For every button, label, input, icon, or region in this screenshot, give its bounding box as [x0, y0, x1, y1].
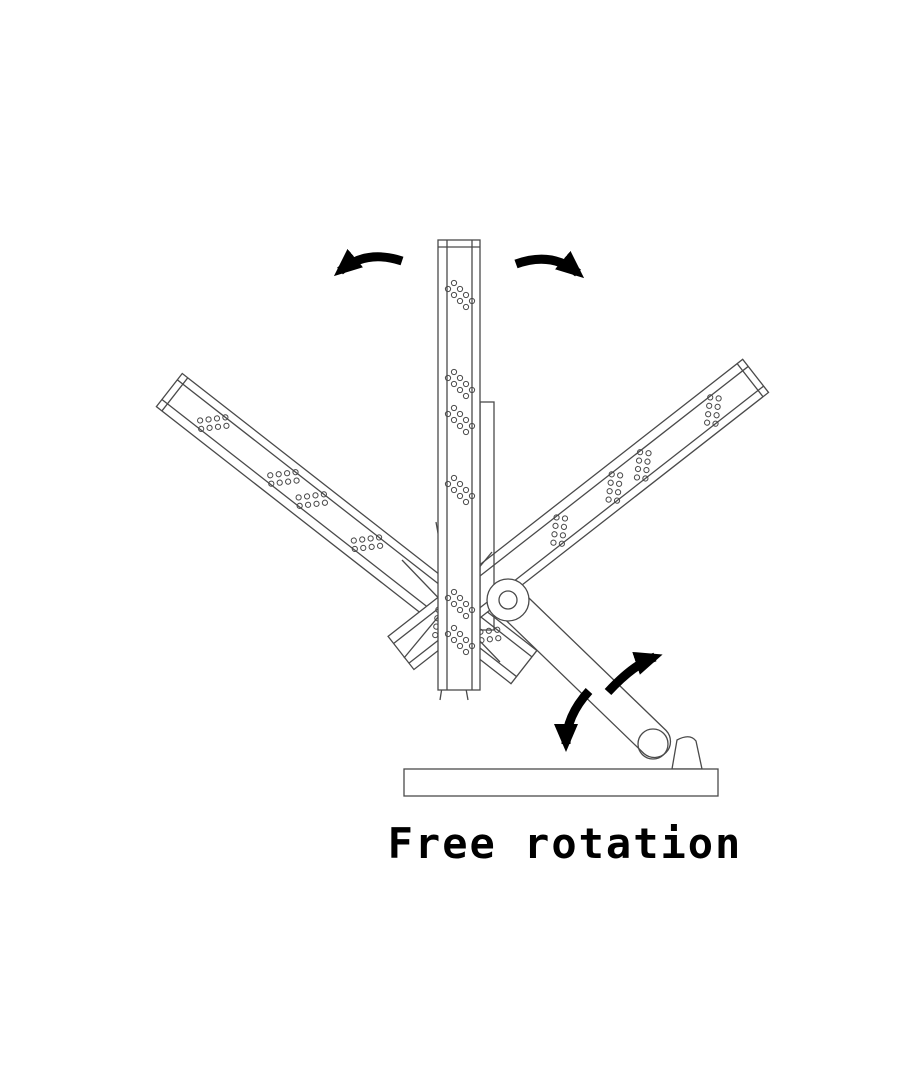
support-arm [495, 587, 672, 760]
panel-position-center [438, 240, 480, 690]
foot-bracket [671, 736, 703, 770]
rotate-right-arrow [514, 250, 585, 279]
arm-down-arrow [554, 687, 593, 752]
rotate-left-arrow [333, 248, 404, 277]
caption-text: Free rotation [388, 819, 743, 868]
base-plate [403, 768, 719, 797]
arm-up-arrow [604, 651, 663, 696]
pivot-joint [486, 578, 530, 622]
arm-end-joint [637, 728, 669, 760]
